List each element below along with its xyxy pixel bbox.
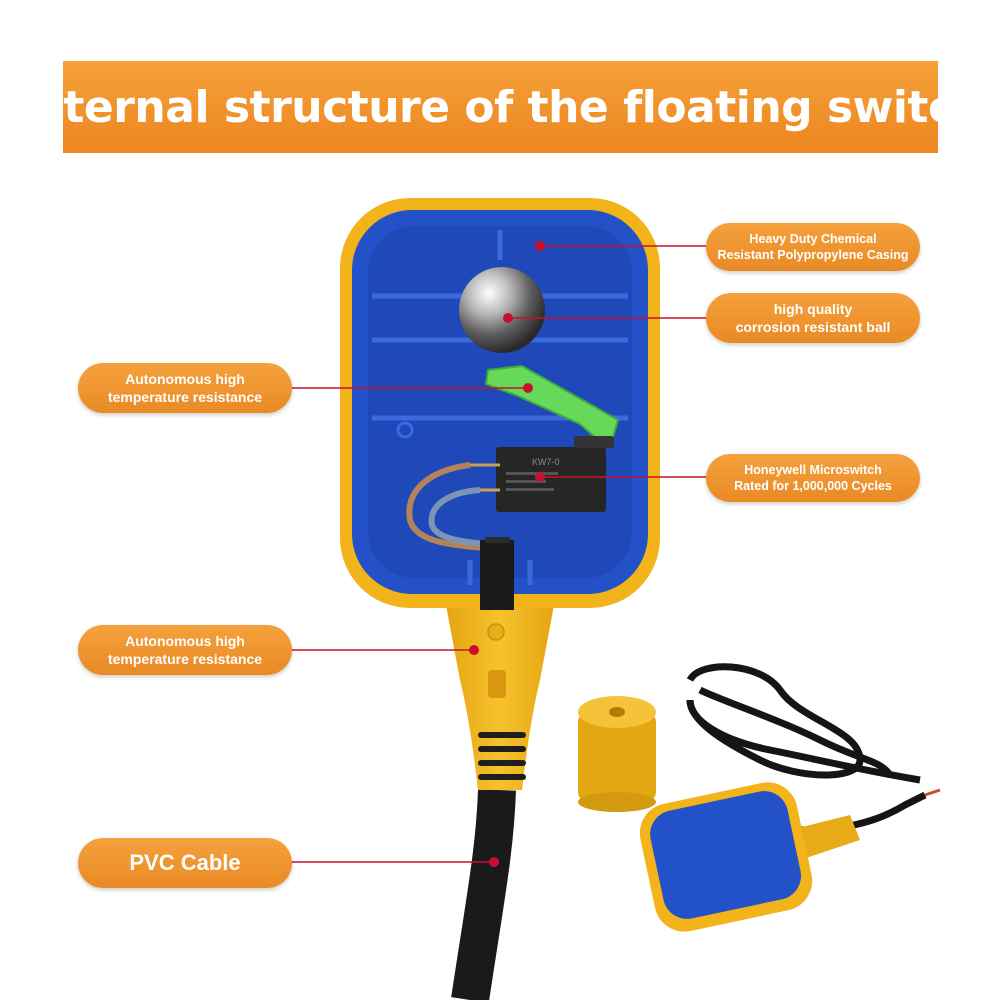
label-ball: high quality corrosion resistant ball — [706, 293, 920, 343]
label-cable: PVC Cable — [78, 838, 292, 888]
microswitch-body — [496, 447, 606, 512]
label-temp-lower-line1: Autonomous high — [125, 633, 245, 649]
label-cable-text: PVC Cable — [129, 850, 241, 875]
label-microswitch-line2: Rated for 1,000,000 Cycles — [734, 479, 892, 493]
neck-ribs — [478, 732, 526, 780]
leader-lines — [292, 241, 706, 867]
label-temp-upper-line2: temperature resistance — [107, 389, 263, 405]
label-microswitch-line1: Honeywell Microswitch — [744, 463, 882, 477]
steel-ball — [459, 267, 545, 353]
label-temp-lower: Autonomous high temperature resistance — [78, 625, 292, 675]
label-casing: Heavy Duty Chemical Resistant Polypropyl… — [706, 223, 920, 271]
page-title: Internal structure of the floating switc… — [16, 81, 985, 133]
microswitch-marking: KW7-0 — [532, 457, 560, 467]
label-microswitch: Honeywell Microswitch Rated for 1,000,00… — [706, 454, 920, 502]
internal-wires — [406, 462, 486, 551]
title-banner: Internal structure of the floating switc… — [17, 61, 985, 153]
label-ball-line1: high quality — [773, 301, 853, 317]
counterweight — [578, 696, 656, 812]
label-ball-line2: corrosion resistant ball — [735, 319, 891, 335]
assembled-float-switch — [639, 782, 860, 932]
label-temp-lower-line2: temperature resistance — [107, 651, 263, 667]
label-casing-line2: Resistant Polypropylene Casing — [717, 248, 909, 262]
pvc-cable — [451, 789, 516, 1000]
label-casing-line1: Heavy Duty Chemical — [749, 232, 877, 246]
label-temp-upper-line1: Autonomous high — [125, 371, 245, 387]
label-temp-upper: Autonomous high temperature resistance — [78, 363, 292, 413]
